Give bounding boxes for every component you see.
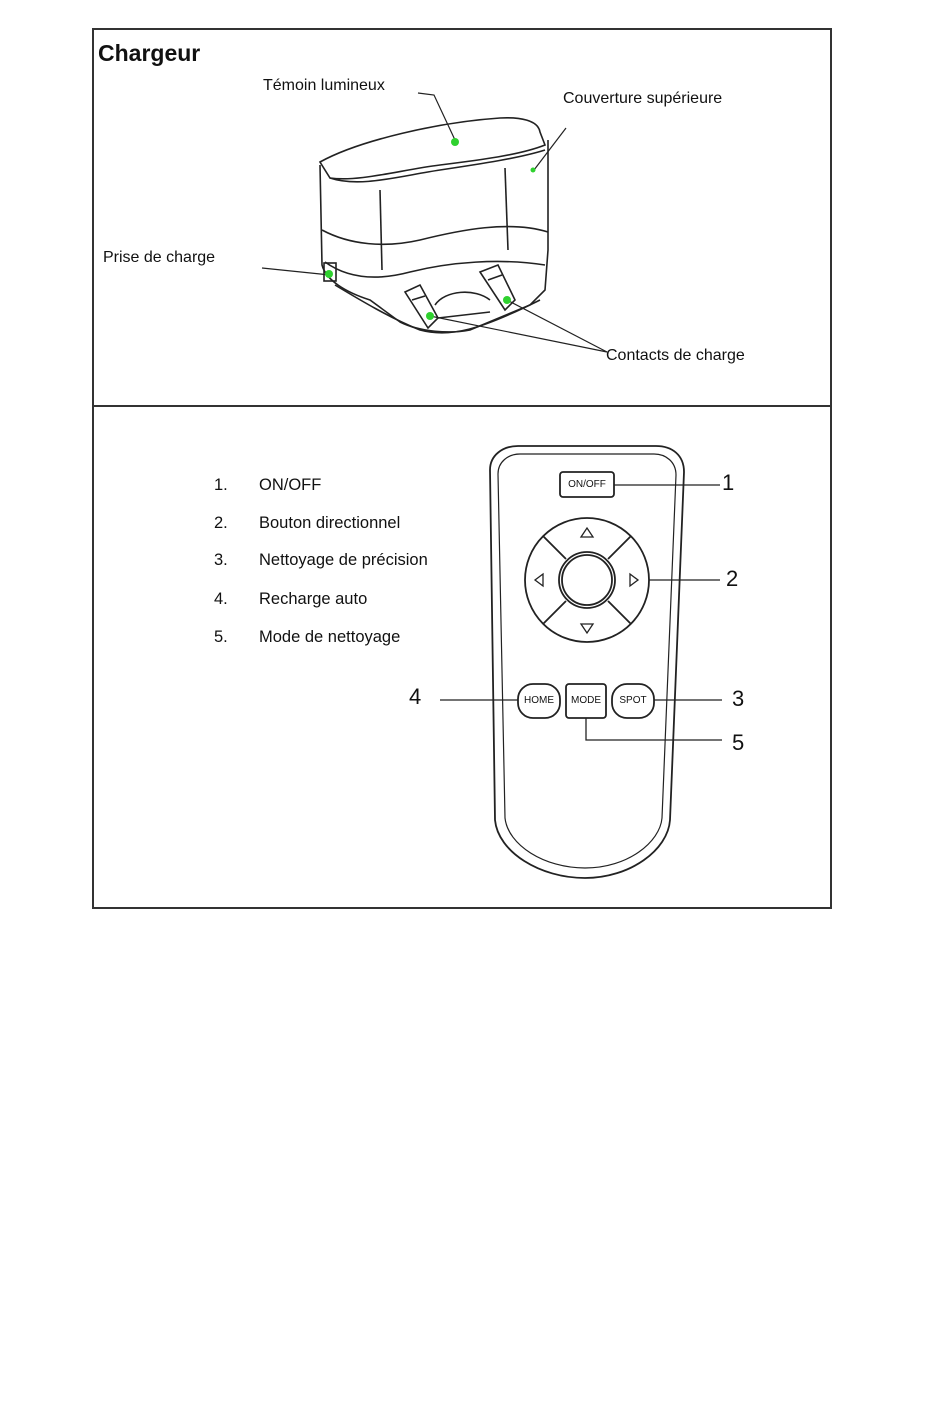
arrow-left-icon — [535, 574, 543, 586]
right-charge-contact — [480, 265, 515, 310]
callout-2: 2 — [726, 566, 738, 592]
label-indicator-light: Témoin lumineux — [263, 77, 385, 95]
arrow-right-icon — [630, 574, 638, 586]
callout-3: 3 — [732, 686, 744, 712]
remote-mode-button: MODE — [566, 695, 606, 706]
remote-spot-button: SPOT — [612, 695, 654, 706]
left-charge-contact — [405, 285, 438, 328]
callout-5: 5 — [732, 730, 744, 756]
top-cover-dot — [531, 168, 536, 173]
remote-outline-outer — [490, 446, 684, 878]
label-charge-contacts: Contacts de charge — [606, 347, 745, 365]
label-top-cover: Couverture supérieure — [563, 90, 722, 108]
charger-top-cover — [320, 118, 545, 179]
remote-home-button: HOME — [518, 695, 560, 706]
right-contact-dot — [503, 296, 511, 304]
remote-outline-inner — [498, 454, 676, 868]
arrow-up-icon — [581, 528, 593, 537]
remote-onoff-button: ON/OFF — [560, 479, 614, 490]
callout-1: 1 — [722, 470, 734, 496]
label-charge-socket: Prise de charge — [103, 249, 215, 267]
indicator-light-dot — [451, 138, 459, 146]
arrow-down-icon — [581, 624, 593, 633]
callout-4: 4 — [409, 684, 421, 710]
left-contact-dot — [426, 312, 434, 320]
socket-dot — [325, 270, 333, 278]
